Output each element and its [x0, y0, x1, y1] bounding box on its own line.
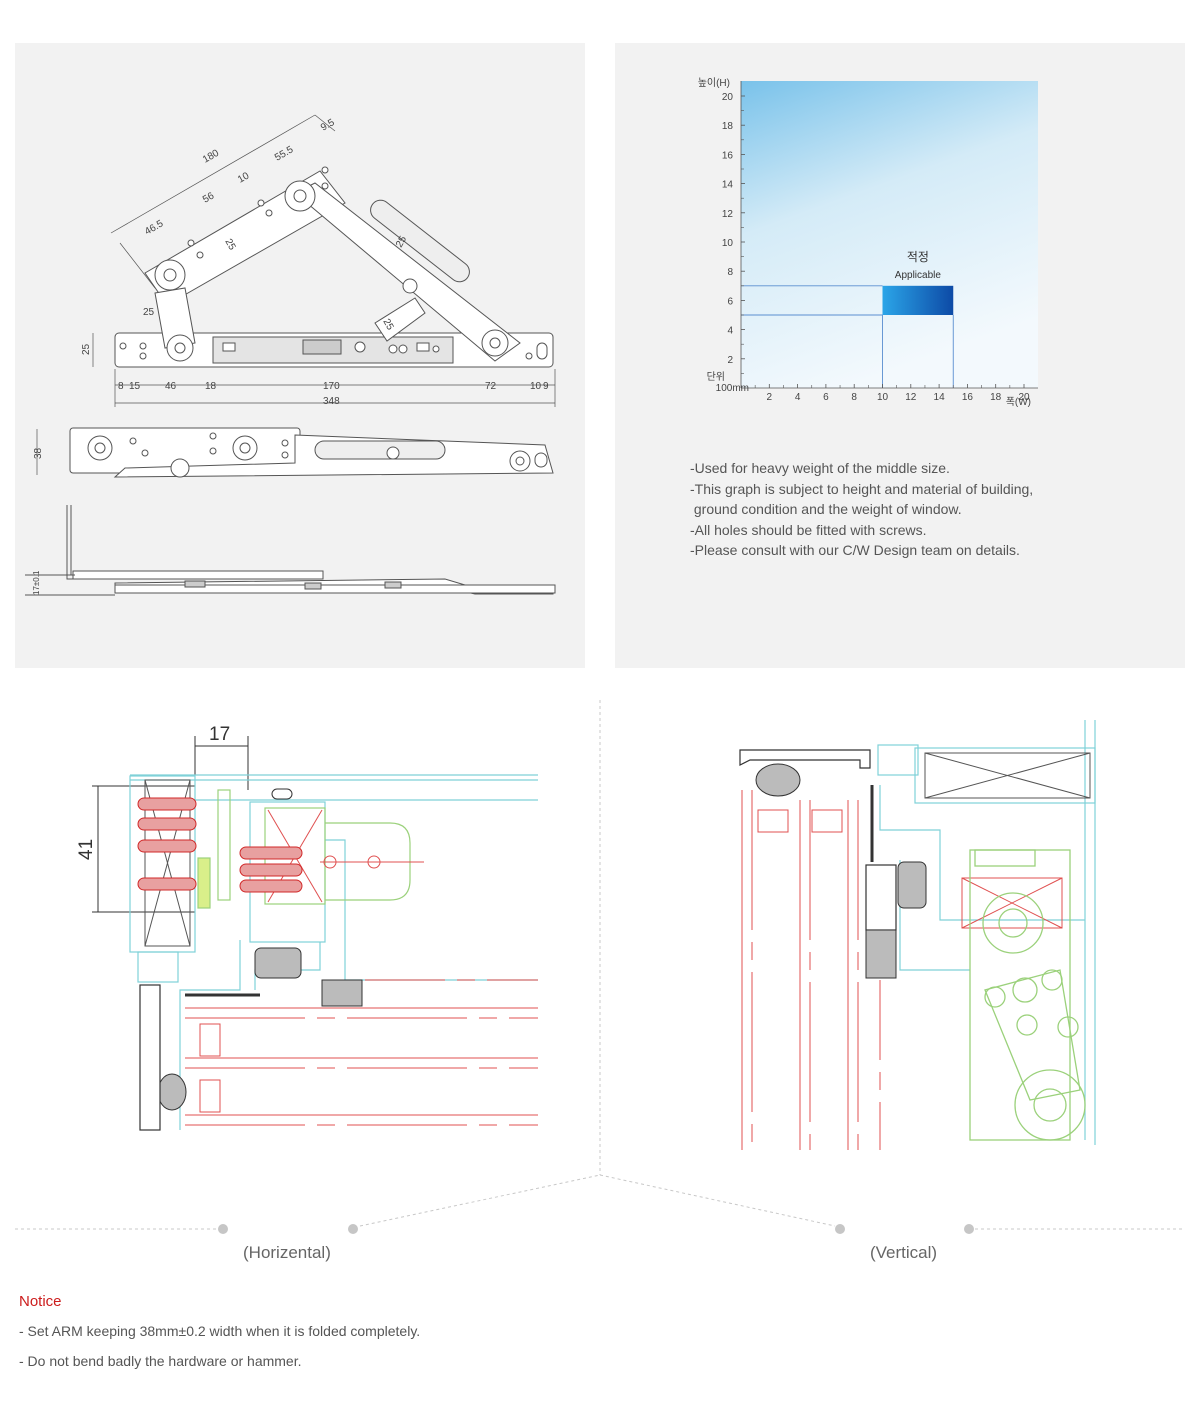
- dim-9: 9: [543, 381, 549, 392]
- annotation-english: Applicable: [895, 270, 942, 281]
- section-drawings: 17 41: [15, 700, 1185, 1234]
- dim-348: 348: [323, 396, 340, 407]
- dim-10-b: 10: [530, 381, 542, 392]
- annotation-korean: 적정: [907, 250, 929, 264]
- notice-title: Notice: [19, 1293, 62, 1310]
- x-tick-label: 20: [1018, 392, 1030, 403]
- note-line: -All holes should be fitted with screws.: [690, 521, 927, 538]
- x-tick-label: 12: [905, 392, 917, 403]
- x-tick-label: 16: [962, 392, 974, 403]
- caption-vertical: (Vertical): [870, 1243, 938, 1262]
- dim-25-d: 25: [380, 317, 395, 333]
- note-line: -This graph is subject to height and mat…: [690, 480, 1034, 497]
- dim-41: 41: [76, 839, 97, 860]
- dim-46-5: 46.5: [143, 218, 166, 237]
- x-tick-label: 8: [851, 392, 857, 403]
- vertical-section: [739, 720, 1096, 1150]
- x-tick-label: 18: [990, 392, 1002, 403]
- x-tick-label: 6: [823, 392, 829, 403]
- hinge-arm-drawing: 180 9.5 55.5 10 56 46.5 25 25 25 25 8 15…: [25, 114, 556, 596]
- dim-180: 180: [201, 148, 221, 166]
- unit-label: 단위: [707, 370, 725, 383]
- usage-notes: -Used for heavy weight of the middle siz…: [690, 458, 1033, 561]
- dim-170: 170: [323, 381, 340, 392]
- y-tick-label: 10: [722, 238, 734, 249]
- dim-55-5: 55.5: [273, 144, 296, 163]
- dim-9-5: 9.5: [319, 117, 337, 134]
- dim-25-b: 25: [394, 234, 409, 250]
- connector-dot: [835, 1224, 845, 1234]
- horizontal-section: 17 41: [76, 724, 538, 1131]
- dim-56: 56: [201, 190, 217, 205]
- notice-item: - Do not bend badly the hardware or hamm…: [19, 1353, 302, 1369]
- dim-25-a: 25: [222, 237, 237, 253]
- y-tick-label: 12: [722, 209, 734, 220]
- y-tick-label: 4: [727, 326, 733, 337]
- x-tick-label: 10: [877, 392, 889, 403]
- y-tick-label: 14: [722, 180, 734, 191]
- y-tick-label: 2: [727, 355, 733, 366]
- y-axis-label: 높이(H): [698, 77, 730, 89]
- dim-15: 15: [129, 381, 141, 392]
- x-tick-label: 2: [767, 392, 773, 403]
- note-line: ground condition and the weight of windo…: [690, 501, 962, 517]
- y-tick-label: 20: [722, 92, 734, 103]
- chart-plot-area: [741, 81, 1038, 388]
- dim-25-c: 25: [143, 307, 155, 318]
- y-tick-label: 6: [727, 296, 733, 307]
- dim-72: 72: [485, 381, 497, 392]
- dim-46: 46: [165, 381, 177, 392]
- x-tick-label: 4: [795, 392, 801, 403]
- dim-10: 10: [236, 170, 252, 185]
- dim-8: 8: [118, 381, 124, 392]
- connector-dot: [348, 1224, 358, 1234]
- note-line: -Used for heavy weight of the middle siz…: [690, 460, 950, 476]
- dim-17: 17: [209, 724, 230, 745]
- x-tick-label: 14: [934, 392, 946, 403]
- dim-side-25: 25: [81, 343, 92, 355]
- hardware-drawing-panel: 180 9.5 55.5 10 56 46.5 25 25 25 25 8 15…: [15, 43, 585, 668]
- y-tick-label: 8: [727, 267, 733, 278]
- unit-value: 100mm: [716, 383, 749, 394]
- caption-horizontal: (Horizental): [243, 1243, 331, 1262]
- connector-dot: [218, 1224, 228, 1234]
- dim-18: 18: [205, 381, 217, 392]
- note-line: -Please consult with our C/W Design team…: [690, 542, 1020, 558]
- y-tick-label: 16: [722, 150, 734, 161]
- connector-dot: [964, 1224, 974, 1234]
- notice-item: - Set ARM keeping 38mm±0.2 width when it…: [19, 1323, 421, 1339]
- dim-folded-38: 38: [33, 447, 44, 459]
- x-axis-label: 폭(W): [1006, 396, 1031, 408]
- applicable-region: [882, 285, 954, 315]
- y-tick-label: 18: [722, 121, 734, 132]
- dim-profile-17: 17±0.1: [32, 570, 41, 595]
